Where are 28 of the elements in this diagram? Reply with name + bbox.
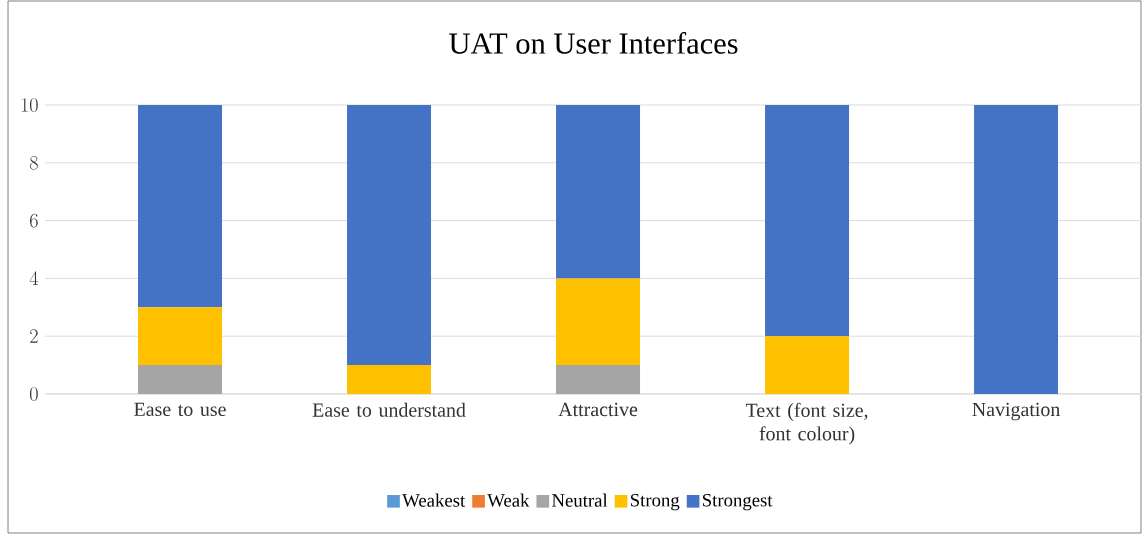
bar (556, 104, 641, 279)
chart-title: UAT on User Interfaces (449, 32, 738, 54)
y-tick-label: 6 (30, 213, 38, 228)
bar (138, 104, 223, 308)
bar (556, 278, 641, 366)
bar (765, 336, 850, 394)
bar (556, 365, 641, 394)
legend-label: Weakest (402, 493, 466, 507)
y-tick-label: 0 (30, 387, 38, 401)
bar (347, 104, 432, 366)
y-tick-label: 10 (21, 98, 38, 112)
x-tick-label: Text (font size, font colour) (745, 402, 868, 445)
bar (347, 365, 432, 394)
x-tick-label: Attractive (558, 402, 638, 417)
legend-label: Weak (487, 493, 530, 507)
bar (138, 307, 223, 366)
bar (138, 365, 223, 394)
bar (765, 104, 850, 337)
y-tick-label: 2 (30, 329, 38, 343)
bar (974, 104, 1059, 394)
x-tick-label: Ease to understand (312, 402, 466, 417)
y-tick-label: 8 (29, 155, 38, 170)
legend-label: Neutral (552, 493, 608, 507)
x-tick-label: Ease to use (134, 402, 226, 417)
legend-label: Strong (630, 493, 680, 511)
x-tick-label: Navigation (972, 402, 1061, 421)
legend-label: Strongest (703, 493, 773, 511)
y-tick-label: 4 (29, 271, 39, 285)
